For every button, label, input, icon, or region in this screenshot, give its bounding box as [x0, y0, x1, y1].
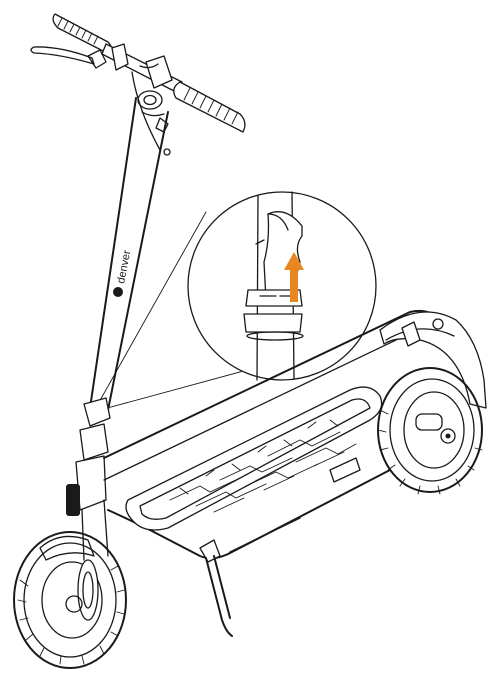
rear-assembly — [377, 311, 487, 495]
front-wheel — [13, 531, 127, 669]
brand-logo: denver — [113, 249, 133, 297]
stem: denver — [89, 97, 169, 411]
brake-lever — [30, 46, 107, 69]
detail-inset — [187, 191, 377, 381]
arrow-up-icon — [284, 252, 304, 302]
front-fork — [39, 397, 111, 561]
kickstand — [199, 539, 233, 637]
deck-board — [125, 386, 383, 531]
brand-text: denver — [115, 249, 133, 285]
callout-lines — [97, 211, 263, 411]
rear-wheel — [377, 367, 483, 495]
deck-pattern — [169, 419, 357, 513]
handlebar — [30, 13, 246, 156]
right-grip — [173, 81, 246, 133]
left-grip — [52, 13, 112, 55]
deck — [103, 309, 451, 560]
denver-logo-icon — [113, 287, 123, 297]
